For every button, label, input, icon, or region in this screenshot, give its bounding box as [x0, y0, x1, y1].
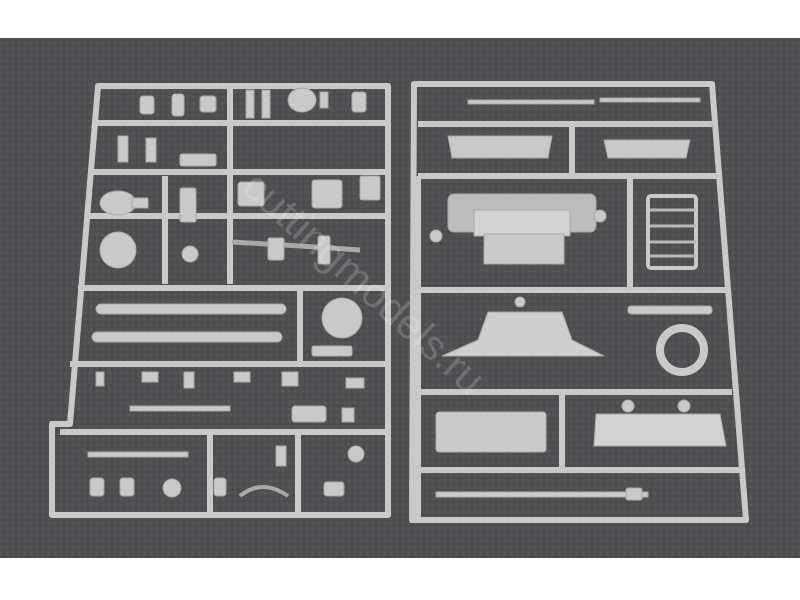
- left-sprue-parts: [87, 87, 381, 498]
- right-sprue-parts: [429, 97, 727, 501]
- right-sprue-frame: [409, 81, 749, 523]
- left-sprue-frame: [49, 83, 391, 518]
